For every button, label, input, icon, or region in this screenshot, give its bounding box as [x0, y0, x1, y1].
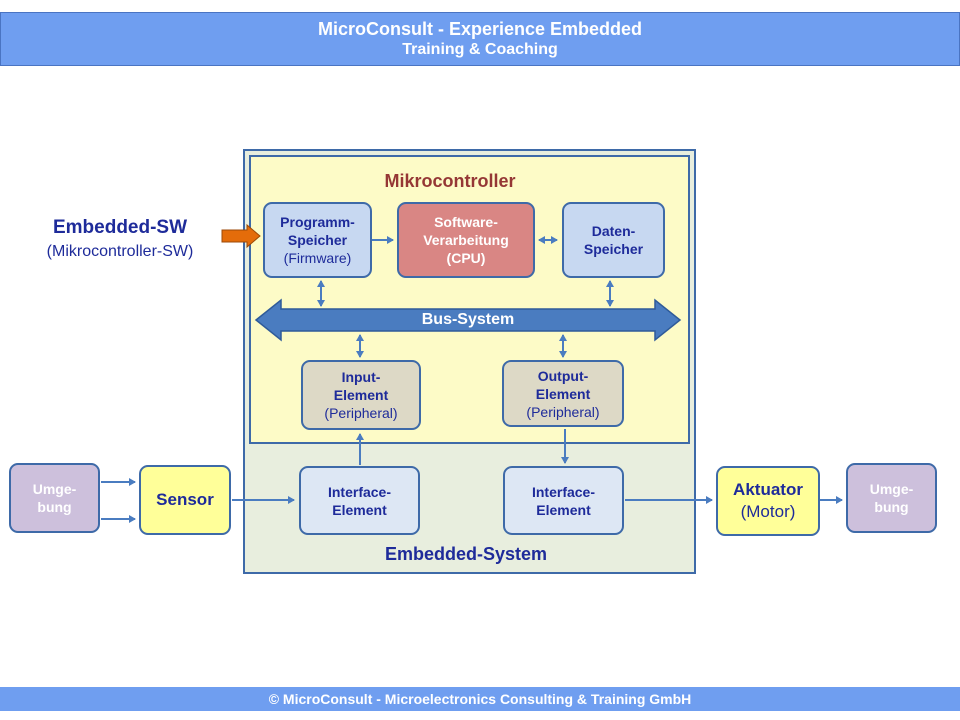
output-element-line3: (Peripheral) [526, 403, 600, 420]
programm-speicher-line1: Programm- [280, 214, 355, 230]
interface-element-right: Interface- Element [503, 466, 624, 535]
output-element-block: Output- Element (Peripheral) [502, 360, 624, 427]
footer-text: © MicroConsult - Microelectronics Consul… [268, 691, 692, 707]
daten-speicher-block: Daten- Speicher [562, 202, 665, 278]
bus-system-label: Bus-System [421, 311, 515, 328]
umgebung-right-block: Umge- bung [846, 463, 937, 533]
software-verarbeitung-line3: (CPU) [446, 250, 486, 266]
output-element-line2: Element [535, 385, 591, 402]
umgebung-left-line1: Umge- [32, 481, 77, 497]
mikrocontroller-title: Mikrocontroller [384, 171, 516, 191]
umgebung-right-line2: bung [874, 499, 909, 515]
embedded-sw-arrow [221, 223, 261, 249]
interface-right-line1: Interface- [531, 483, 596, 500]
interface-element-left: Interface- Element [299, 466, 420, 535]
software-verarbeitung-line1: Software- [434, 214, 498, 230]
interface-left-line2: Element [332, 501, 387, 518]
aktuator-block: Aktuator (Motor) [716, 466, 820, 536]
header-banner: MicroConsult - Experience Embedded Train… [0, 12, 960, 66]
header-subtitle: Training & Coaching [402, 41, 558, 58]
input-element-line1: Input- [341, 369, 381, 385]
header-title: MicroConsult - Experience Embedded [317, 19, 643, 39]
input-element-line2: Element [333, 387, 389, 403]
interface-left-line1: Interface- [327, 483, 392, 500]
sensor-block: Sensor [139, 465, 231, 535]
aktuator-line2: (Motor) [740, 502, 796, 521]
programm-speicher-line3: (Firmware) [283, 250, 352, 266]
interface-right-line2: Element [536, 501, 591, 518]
daten-speicher-line2: Speicher [583, 241, 644, 257]
programm-speicher-line2: Speicher [287, 232, 348, 248]
aktuator-line1: Aktuator [733, 480, 803, 499]
output-element-line1: Output- [537, 367, 589, 384]
umgebung-right-line1: Umge- [869, 481, 914, 497]
software-verarbeitung-block: Software- Verarbeitung (CPU) [397, 202, 535, 278]
input-element-block: Input- Element (Peripheral) [301, 360, 421, 430]
footer-banner: © MicroConsult - Microelectronics Consul… [0, 687, 960, 711]
embedded-sw-label: Embedded-SW [52, 217, 188, 238]
umgebung-left-line2: bung [37, 499, 72, 515]
umgebung-left-block: Umge- bung [9, 463, 100, 533]
bus-system-arrow [254, 298, 682, 342]
input-element-line3: (Peripheral) [324, 405, 398, 421]
sensor-label: Sensor [156, 490, 214, 509]
programm-speicher-block: Programm- Speicher (Firmware) [263, 202, 372, 278]
software-verarbeitung-line2: Verarbeitung [423, 232, 509, 248]
embedded-system-title: Embedded-System [384, 544, 548, 564]
daten-speicher-line1: Daten- [591, 223, 636, 239]
embedded-sw-sublabel: (Mikrocontroller-SW) [46, 243, 194, 260]
